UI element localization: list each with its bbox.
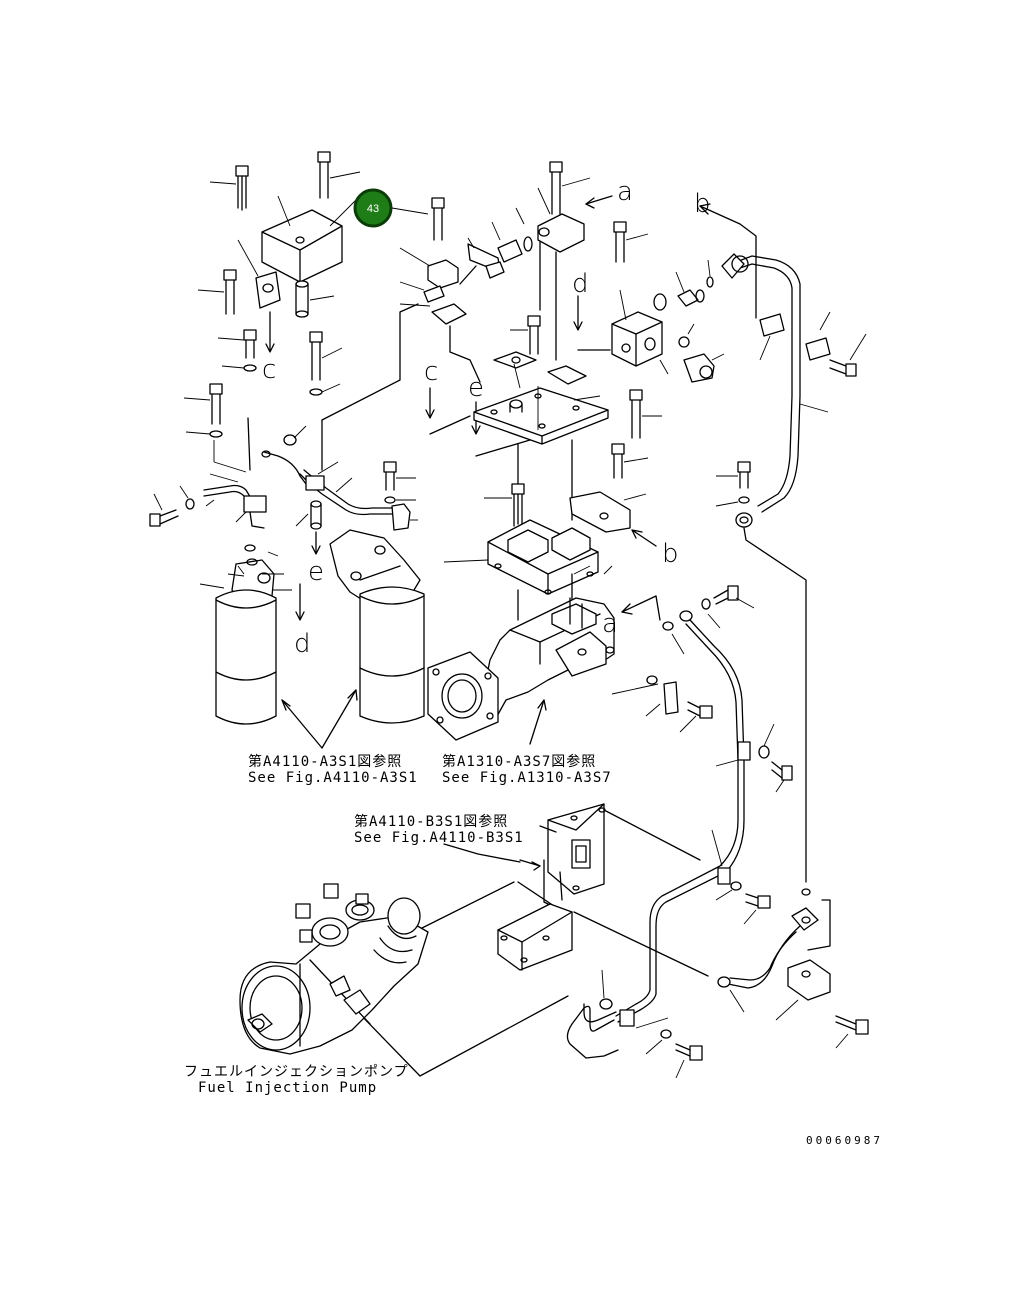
bolt-icon <box>431 197 445 241</box>
bolt-icon <box>829 359 857 377</box>
bolt-icon <box>835 1015 869 1035</box>
connection-letter-b-top: b <box>694 189 711 219</box>
bolt-icon <box>713 585 739 605</box>
bolt-icon <box>243 329 257 359</box>
connection-letter-c-upper: c <box>262 355 276 385</box>
support-bracket <box>497 803 709 977</box>
connection-letter-e-lower: e <box>308 557 324 587</box>
bolt-icon <box>687 701 713 719</box>
manifold-reference-en: See Fig.A1310-A3S7 <box>442 770 612 786</box>
bolt-icon <box>629 389 643 439</box>
bolt-icon <box>235 165 249 211</box>
pump-label-ja: フュエルインジェクションポンプ <box>184 1064 409 1080</box>
left-filter-group <box>149 303 425 725</box>
bolt-icon <box>511 483 525 527</box>
spacer-icon <box>295 280 309 318</box>
bolt-icon <box>383 461 397 491</box>
pump-label-en: Fuel Injection Pump <box>198 1080 377 1096</box>
filter-reference-leaders <box>281 689 358 749</box>
callout-badge[interactable]: 43 <box>353 188 393 228</box>
fuel-injection-pump <box>239 883 429 1055</box>
intake-manifold <box>427 595 661 745</box>
bracket-reference-en: See Fig.A4110-B3S1 <box>354 830 524 846</box>
connection-letter-a-top: a <box>617 177 633 207</box>
bracket-plate <box>261 209 343 283</box>
bolt-icon <box>675 1043 703 1061</box>
connection-letter-b-mid: b <box>662 539 679 569</box>
filter-reference-en: See Fig.A4110-A3S1 <box>248 770 418 786</box>
pump-leaders <box>355 881 569 1077</box>
bolt-icon <box>223 269 237 315</box>
clamp-icon <box>255 271 281 309</box>
bolt-icon <box>745 893 771 909</box>
bolt-icon <box>549 161 563 215</box>
intake-block <box>443 483 657 621</box>
filter-reference-ja: 第A4110-A3S1図参照 <box>248 753 402 770</box>
lower-right-fittings <box>611 585 869 1079</box>
manifold-reference-ja: 第A1310-A3S7図参照 <box>442 753 596 770</box>
callout-circle <box>353 188 393 228</box>
fuel-filter-right <box>329 529 425 724</box>
upper-left-bracket-group <box>197 151 361 396</box>
bolt-icon <box>309 331 323 381</box>
bolt-icon <box>613 221 627 263</box>
bracket-reference-ja: 第A4110-B3S1図参照 <box>354 813 508 830</box>
bolt-icon <box>209 383 223 425</box>
bolt-icon <box>771 761 793 781</box>
sensor-block-group <box>573 259 725 383</box>
connection-letter-d-upper: d <box>572 269 589 299</box>
bolt-icon <box>149 509 179 527</box>
callout-letters: a b c d c e e b a d <box>262 177 711 659</box>
connection-letter-a-mid: a <box>602 609 618 639</box>
callout-number: 43 <box>367 203 379 215</box>
center-valve-group <box>399 197 533 383</box>
spacer-icon <box>310 500 322 530</box>
mounting-plate <box>473 315 662 525</box>
pump-fuel-line <box>566 969 619 1059</box>
reference-labels: 第A4110-A3S1図参照 See Fig.A4110-A3S1 第A1310… <box>184 753 612 1096</box>
fuel-filter-left <box>215 559 277 725</box>
bolt-icon <box>737 461 751 489</box>
connection-letter-c-left: c <box>424 357 438 387</box>
center-arrow-group <box>425 387 531 457</box>
right-pipe-group <box>699 203 867 883</box>
drawing-number: 00060987 <box>806 1134 883 1147</box>
connection-letter-e-upper: e <box>468 373 484 403</box>
connection-letter-d-lower: d <box>294 629 311 659</box>
bolt-icon <box>527 315 541 355</box>
bolt-icon <box>611 443 625 479</box>
fitting-a-group <box>537 161 649 361</box>
bolt-icon <box>317 151 331 199</box>
